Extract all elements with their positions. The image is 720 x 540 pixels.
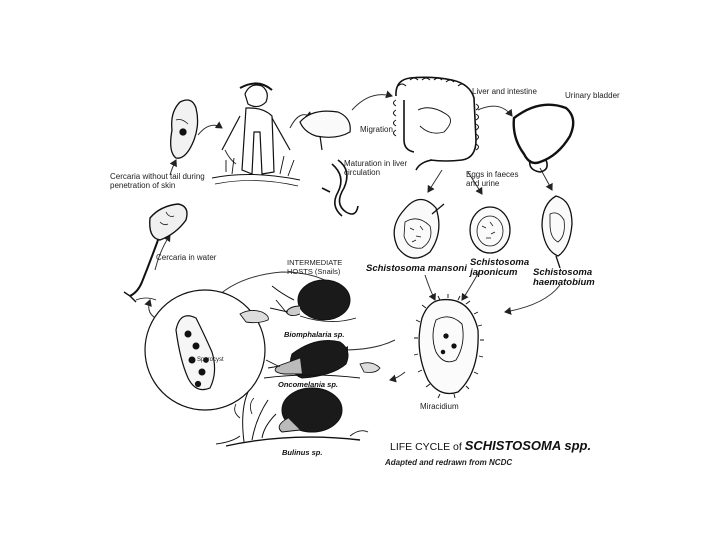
- sporocyst-inset: [144, 289, 266, 411]
- cercaria-in-water: [123, 203, 188, 303]
- human-host-figure: [211, 82, 301, 187]
- diagram-credit: Adapted and redrawn from NCDC: [385, 458, 513, 467]
- label-sporocyst: Sporocyst: [197, 357, 224, 363]
- label-migration: Migration: [360, 125, 393, 134]
- label-s-mansoni: Schistosoma mansoni: [366, 263, 467, 274]
- label-biomphalaria: Biomphalaria sp.: [284, 330, 345, 339]
- label-s-japonicum: Schistosoma japonicum: [470, 257, 530, 278]
- label-maturation: Maturation in liver circulation: [344, 159, 408, 177]
- label-eggs: Eggs in faeces and urine: [466, 170, 519, 188]
- label-bulinus: Bulinus sp.: [282, 448, 323, 457]
- snail-bulinus: [215, 387, 369, 447]
- label-liver-intestine: Liver and intestine: [472, 87, 537, 96]
- label-intermediate-hosts: INTERMEDIATE HOSTS (Snails): [287, 258, 343, 276]
- label-urinary-bladder: Urinary bladder: [565, 91, 620, 100]
- snail-biomphalaria: [239, 279, 357, 324]
- label-cercaria-in-water: Cercaria in water: [156, 253, 217, 262]
- urinary-bladder-drawing: [512, 103, 575, 173]
- egg-s-japonicum: [469, 206, 511, 254]
- cercaria-without-tail: [170, 99, 199, 159]
- label-s-haematobium: Schistosoma haematobium: [533, 267, 595, 288]
- label-miracidium: Miracidium: [420, 402, 459, 411]
- miracidium-drawing: [413, 294, 484, 399]
- title-prefix: LIFE CYCLE of: [390, 441, 462, 453]
- liver-drawing: [299, 110, 351, 151]
- egg-s-mansoni: [393, 198, 445, 259]
- label-oncomelania: Oncomelania sp.: [278, 380, 339, 389]
- diagram-title: LIFE CYCLE of SCHISTOSOMA spp.: [390, 438, 591, 453]
- egg-s-haematobium: [541, 195, 573, 269]
- label-cercaria-without-tail: Cercaria without tail during penetration…: [110, 172, 205, 190]
- adult-worm-pair: [321, 159, 359, 217]
- snail-oncomelania: [263, 340, 381, 379]
- title-genus: SCHISTOSOMA spp.: [464, 438, 592, 453]
- intestine-drawing: [393, 76, 479, 171]
